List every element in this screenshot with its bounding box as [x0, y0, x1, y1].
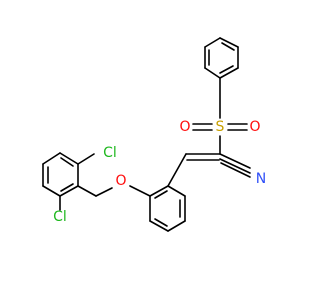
atom-labels: Cl Cl O S O O N	[53, 119, 266, 225]
cl-lower-label: Cl	[53, 209, 67, 225]
dichlorophenyl-ring	[42, 152, 95, 211]
sulfonyl-oxygen-left-label: O	[179, 119, 190, 135]
canvas-background	[0, 0, 300, 300]
cl-upper-label: Cl	[103, 145, 117, 161]
acrylonitrile-bonds	[167, 153, 251, 187]
nitrile-nitrogen-label: N	[256, 171, 266, 187]
chemical-structure-diagram: Cl Cl O S O O N	[0, 0, 300, 300]
benzene-ring-central	[149, 185, 186, 232]
phenyl-ring-sulfonyl	[204, 37, 239, 79]
ether-linkage-bonds	[77, 185, 151, 197]
sulfonyl-oxygen-right-label: O	[249, 119, 260, 135]
sulfonyl-sulfur-label: S	[216, 119, 225, 135]
ether-oxygen-label: O	[115, 173, 126, 189]
sulfonyl-bonds	[192, 77, 248, 155]
